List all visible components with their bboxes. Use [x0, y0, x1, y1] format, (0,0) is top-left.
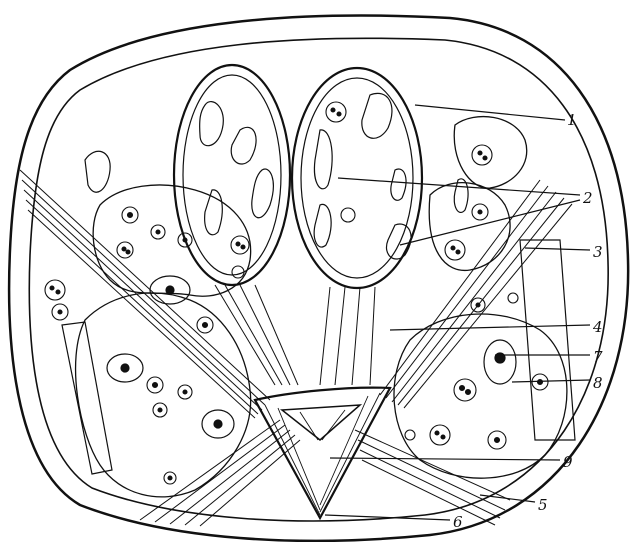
right-cell-cluster	[429, 183, 510, 271]
label-1: 1	[567, 111, 577, 129]
left-cell-cluster-lower	[76, 293, 251, 497]
hatched-body	[314, 204, 331, 247]
hatched-body	[252, 169, 274, 218]
muscle-column-left	[62, 322, 112, 474]
left-cell-cluster-upper	[93, 185, 250, 296]
label-8: 8	[593, 374, 603, 392]
duct-wall-fibres	[265, 393, 380, 515]
label-3: 3	[593, 243, 603, 261]
left-oval-gland-inner	[183, 75, 281, 275]
hatched-body	[362, 93, 392, 138]
hatched-body	[391, 169, 406, 200]
top-right-cell-cluster	[454, 117, 527, 189]
label-6: 6	[453, 513, 463, 531]
label-5: 5	[538, 496, 548, 514]
label-4: 4	[592, 318, 603, 336]
muscle-bundle-right-oval-stalk	[320, 287, 375, 385]
round-cells	[45, 102, 548, 484]
inner-contour	[29, 38, 608, 521]
hatched-body	[200, 102, 224, 146]
hatched-body	[85, 151, 110, 192]
large-cells	[107, 276, 516, 438]
hatched-body	[314, 130, 332, 189]
central-lumen	[282, 405, 360, 440]
hatched-body	[231, 127, 256, 164]
label-9: 9	[563, 453, 573, 471]
right-oval-gland-inner	[301, 78, 413, 278]
label-2: 2	[582, 189, 593, 207]
hatched-body	[386, 224, 411, 259]
right-oval-gland	[292, 68, 422, 288]
leader-lines	[325, 105, 590, 520]
muscle-column-right	[520, 240, 575, 440]
label-7: 7	[593, 348, 603, 366]
right-cell-cluster-lower	[394, 314, 567, 478]
hatched-body	[454, 179, 468, 213]
left-oval-gland	[174, 65, 290, 285]
